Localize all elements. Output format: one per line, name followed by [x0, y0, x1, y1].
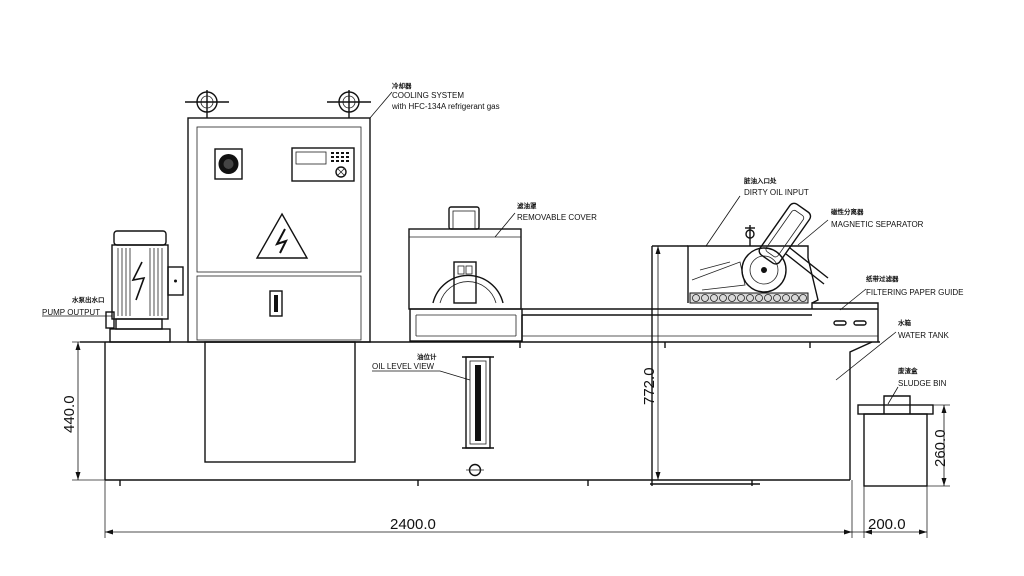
dim-label-tank-height: 440.0 — [61, 395, 78, 433]
dim-label-bin-length: 200.0 — [868, 516, 906, 533]
callout-removable-cover: 滤油罩 REMOVABLE COVER — [494, 201, 597, 238]
dim-label-bin-height: 260.0 — [932, 429, 949, 467]
dimension-total-height: 772.0 — [641, 245, 680, 480]
callout-dirty-oil-input: 脏油入口处 DIRTY OIL INPUT — [705, 176, 809, 247]
main-switch-icon — [214, 148, 243, 180]
label-water-tank: WATER TANK — [898, 331, 949, 340]
pump-motor — [105, 230, 184, 343]
label-oil-cn: 油位计 — [417, 352, 437, 361]
callout-water-tank: 水箱 WATER TANK — [835, 318, 949, 381]
label-filtering-paper-guide: FILTERING PAPER GUIDE — [866, 288, 964, 297]
callout-sludge-bin: 废渣盒 SLUDGE BIN — [887, 366, 947, 405]
callout-filtering-paper-guide: 纸带过滤器 FILTERING PAPER GUIDE — [839, 274, 964, 311]
dimension-tank-height: 440.0 — [61, 341, 105, 481]
sludge-roller-row — [689, 292, 809, 304]
control-cabinet — [185, 90, 371, 343]
label-dirty-cn: 脏油入口处 — [744, 176, 777, 185]
removable-cover — [408, 206, 522, 310]
label-cooling-cn: 冷却器 — [392, 81, 412, 90]
label-cooling-system: COOLING SYSTEM — [392, 91, 464, 100]
label-pump-output: PUMP OUTPUT — [42, 308, 100, 317]
high-voltage-warning-icon — [255, 212, 309, 259]
callout-oil-level-view: 油位计 OIL LEVEL VIEW — [372, 352, 471, 381]
lifting-eye-right — [327, 90, 371, 118]
callout-cooling-system: 冷却器 COOLING SYSTEM with HFC-134A refrige… — [369, 81, 500, 119]
label-magnetic-separator: MAGNETIC SEPARATOR — [831, 220, 924, 229]
magnetic-separator — [651, 202, 829, 486]
label-cooling-refrigerant: with HFC-134A refrigerant gas — [391, 102, 500, 111]
label-magnetic-cn: 磁性分离器 — [831, 207, 864, 216]
label-dirty-oil-input: DIRTY OIL INPUT — [744, 188, 809, 197]
dimension-tank-length: 2400.0 — [104, 480, 853, 538]
callout-pump-output: 水泵出水口 PUMP OUTPUT — [42, 295, 112, 317]
dim-label-tank-length: 2400.0 — [390, 516, 436, 533]
label-sludge-bin: SLUDGE BIN — [898, 379, 947, 388]
label-sludge-cn: 废渣盒 — [898, 366, 918, 375]
oil-level-gauge — [462, 356, 494, 449]
label-oil-level-view: OIL LEVEL VIEW — [372, 362, 435, 371]
label-pump-cn: 水泵出水口 — [72, 295, 105, 304]
dimension-bin-length: 200.0 — [852, 486, 928, 538]
door-handle-icon — [269, 290, 283, 317]
label-removable-cover: REMOVABLE COVER — [517, 213, 597, 222]
label-cover-cn: 滤油罩 — [517, 201, 537, 210]
dim-label-total-height: 772.0 — [641, 367, 658, 405]
label-water-cn: 水箱 — [898, 318, 912, 327]
label-filter-cn: 纸带过滤器 — [866, 274, 899, 283]
dimension-bin-height: 260.0 — [927, 404, 950, 487]
lifting-eye-left — [185, 90, 229, 118]
callout-magnetic-separator: 磁性分离器 MAGNETIC SEPARATOR — [797, 207, 924, 246]
sludge-bin — [857, 395, 934, 487]
controller-panel-icon — [291, 147, 355, 182]
conveyor-base — [409, 302, 879, 348]
